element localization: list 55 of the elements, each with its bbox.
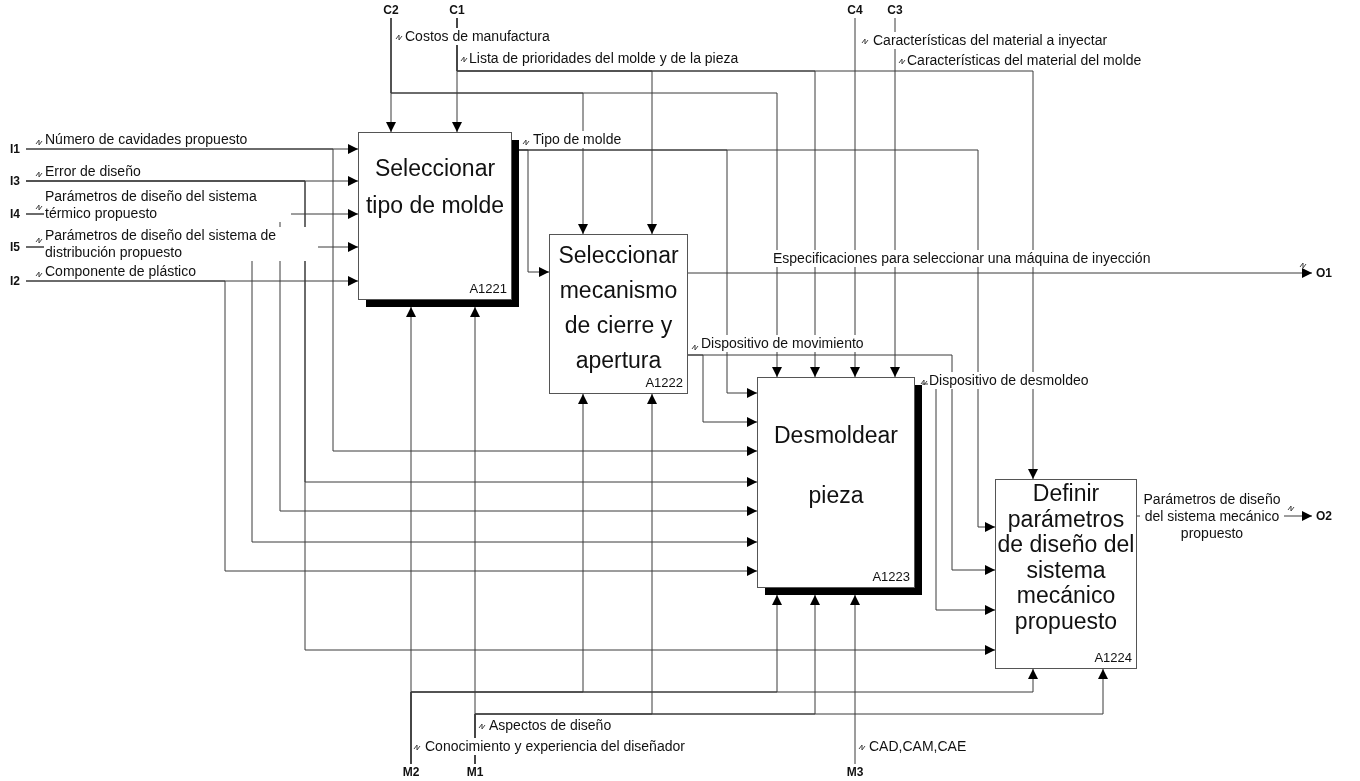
arrow-label: Costos de manufactura bbox=[404, 28, 551, 45]
arrow-label: Número de cavidades propuesto bbox=[44, 131, 249, 148]
activity-number: A1224 bbox=[1094, 650, 1132, 665]
boundary-code: I4 bbox=[4, 206, 26, 222]
boundary-code: C1 bbox=[446, 2, 468, 18]
activity-box bbox=[549, 234, 688, 394]
activity-title: Seleccionar mecanismo de cierre y apertura bbox=[557, 241, 680, 375]
boundary-code: C4 bbox=[844, 2, 866, 18]
boundary-code: M1 bbox=[464, 764, 486, 780]
activity-number: A1222 bbox=[645, 375, 683, 390]
boundary-code: I3 bbox=[4, 173, 26, 189]
arrow-label: Especificaciones para seleccionar una máquina de inyección bbox=[772, 250, 1152, 267]
arrow bbox=[25, 148, 758, 456]
activity-title: Definir parámetros de diseño del sistema mecánico propuesto bbox=[997, 481, 1135, 634]
boundary-code: I1 bbox=[4, 141, 26, 157]
activity-box bbox=[757, 377, 922, 595]
activity-box bbox=[995, 479, 1137, 669]
arrow bbox=[850, 17, 860, 378]
arrow bbox=[410, 668, 1038, 765]
arrow-label: Parámetros de diseño del sistema mecánico propuesto bbox=[1140, 491, 1284, 542]
arrow bbox=[390, 17, 782, 378]
arrow-label: Dispositivo de movimiento bbox=[700, 335, 865, 352]
arrow-label: Características del material a inyectar bbox=[872, 32, 1109, 49]
arrow bbox=[474, 668, 1108, 765]
arrow-label: CAD,CAM,CAE bbox=[868, 738, 968, 755]
boundary-code: C2 bbox=[380, 2, 402, 18]
arrow-label: Parámetros de diseño del sistema térmico propuesto bbox=[44, 188, 291, 222]
arrow-label: Componente de plástico bbox=[44, 263, 197, 280]
boundary-code: M3 bbox=[844, 764, 866, 780]
activity-number: A1223 bbox=[872, 569, 910, 584]
boundary-code: I5 bbox=[4, 239, 26, 255]
arrow bbox=[850, 594, 860, 765]
arrow bbox=[25, 180, 996, 655]
arrow-label: Lista de prioridades del molde y de la pieza bbox=[468, 50, 740, 67]
boundary-code: C3 bbox=[884, 2, 906, 18]
activity-title: Desmoldear pieza bbox=[773, 421, 899, 510]
boundary-code: O2 bbox=[1312, 508, 1336, 524]
arrow bbox=[687, 354, 996, 575]
arrow-label: Aspectos de diseño bbox=[488, 717, 613, 734]
arrow-label: Dispositivo de desmoldeo bbox=[928, 372, 1090, 389]
boundary-code: M2 bbox=[400, 764, 422, 780]
arrow-label: Conocimiento y experiencia del diseñador bbox=[424, 738, 686, 755]
boundary-code: I2 bbox=[4, 273, 26, 289]
activity-box bbox=[358, 132, 519, 307]
activity-number: A1221 bbox=[469, 281, 507, 296]
boundary-code: O1 bbox=[1312, 265, 1336, 281]
arrow bbox=[25, 280, 758, 576]
arrow bbox=[687, 268, 1313, 278]
arrow bbox=[890, 17, 900, 378]
arrow bbox=[456, 17, 1038, 480]
activity-title: Seleccionar tipo de molde bbox=[364, 154, 506, 220]
arrow bbox=[518, 149, 996, 532]
arrow-label: Parámetros de diseño del sistema de distribución propuesto bbox=[44, 227, 318, 261]
arrow-label: Tipo de molde bbox=[532, 131, 623, 148]
arrow bbox=[921, 383, 996, 615]
